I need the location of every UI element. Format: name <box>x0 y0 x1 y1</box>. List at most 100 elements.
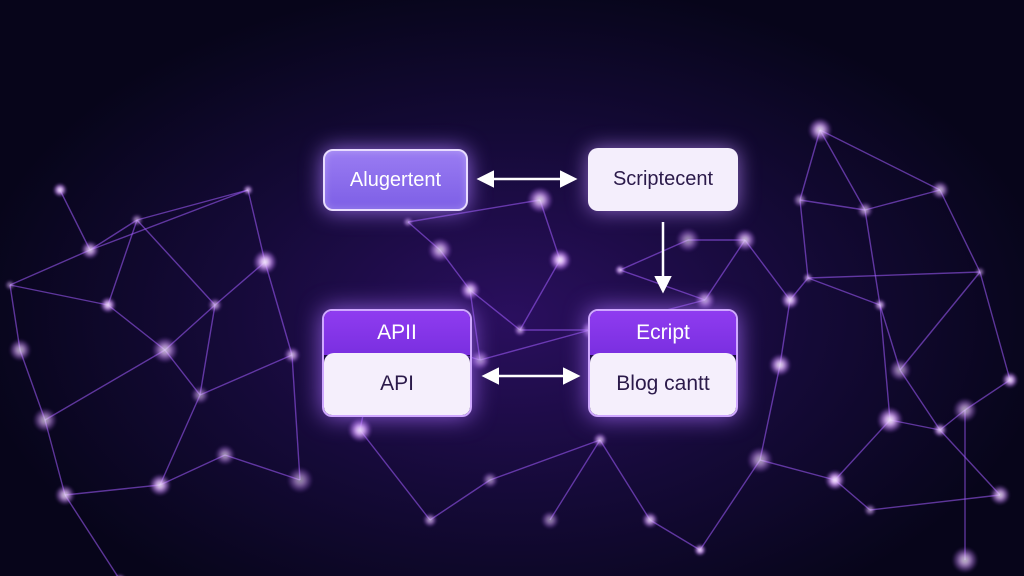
network-node <box>593 433 607 447</box>
network-edge <box>64 494 119 576</box>
network-node <box>403 217 413 227</box>
network-edge <box>744 239 791 301</box>
network-edge <box>864 209 881 306</box>
network-edge <box>939 429 1001 496</box>
ecript-stack-node[interactable]: Ecript Blog cantt <box>588 309 738 417</box>
network-node <box>428 238 452 262</box>
network-node <box>33 408 57 432</box>
network-edge <box>199 354 293 396</box>
network-edge <box>704 239 746 301</box>
network-node <box>5 280 15 290</box>
network-node <box>423 513 437 527</box>
network-edge <box>759 364 781 461</box>
network-edge <box>19 349 46 421</box>
api-stack-bottom-label: API <box>380 372 414 395</box>
network-node <box>287 467 313 493</box>
network-edge <box>619 269 706 301</box>
network-edge <box>869 494 1001 511</box>
alignment-node[interactable]: Alugertent <box>323 149 468 211</box>
network-node <box>541 511 559 529</box>
ecript-stack-bottom-label: Blog cantt <box>616 372 710 395</box>
network-edge <box>819 129 941 191</box>
network-edge <box>864 189 941 211</box>
network-node <box>549 249 571 271</box>
network-edge <box>359 429 431 521</box>
api-stack-node[interactable]: APII API <box>322 309 472 417</box>
ecript-stack-body: Blog cantt <box>590 353 736 415</box>
network-node <box>975 267 985 277</box>
network-edge <box>64 484 161 496</box>
network-edge <box>247 189 266 263</box>
network-edge <box>199 304 216 396</box>
network-node <box>808 118 832 142</box>
network-node <box>131 214 143 226</box>
network-node <box>952 547 978 573</box>
api-stack-body: API <box>324 353 470 415</box>
network-node <box>253 250 277 274</box>
network-node <box>482 472 498 488</box>
network-node <box>877 407 903 433</box>
network-node <box>734 229 756 251</box>
network-edge <box>9 284 109 306</box>
network-edge <box>469 289 521 331</box>
network-node <box>348 418 372 442</box>
network-edge <box>44 419 66 496</box>
network-node <box>615 265 625 275</box>
network-node <box>864 504 876 516</box>
network-node <box>933 423 947 437</box>
network-edge <box>819 129 866 211</box>
network-node <box>1002 372 1018 388</box>
network-edge <box>107 219 138 306</box>
network-edge <box>407 199 541 223</box>
network-node <box>149 474 171 496</box>
network-edge <box>549 439 601 521</box>
network-edge <box>519 259 561 331</box>
network-node <box>769 354 791 376</box>
network-node <box>857 202 873 218</box>
network-node <box>470 350 490 370</box>
network-edge <box>89 189 249 251</box>
network-node <box>152 337 178 363</box>
network-edge <box>807 271 981 279</box>
network-node <box>990 485 1010 505</box>
network-edge <box>899 369 941 431</box>
network-edge <box>9 249 91 286</box>
network-node <box>191 386 209 404</box>
network-edge <box>59 189 91 251</box>
network-edge <box>264 261 293 356</box>
network-edge <box>159 394 201 486</box>
api-stack-top-label: APII <box>377 321 417 344</box>
network-edge <box>136 189 249 221</box>
network-edge <box>879 304 901 371</box>
network-edge <box>224 454 301 481</box>
network-node <box>55 485 75 505</box>
network-edge <box>479 329 591 361</box>
scriptecent-node[interactable]: Scriptecent <box>588 148 738 211</box>
network-edge <box>979 271 1011 381</box>
network-edge <box>159 454 226 486</box>
alignment-node-label: Alugertent <box>349 168 442 191</box>
ecript-stack-header: Ecript <box>590 311 736 355</box>
network-node <box>803 273 813 283</box>
network-edge <box>136 219 216 306</box>
network-edge <box>619 239 689 271</box>
network-node <box>931 181 949 199</box>
network-node <box>676 228 700 252</box>
network-node <box>747 447 773 473</box>
network-node <box>874 299 886 311</box>
network-node <box>781 291 799 309</box>
network-edge <box>799 199 809 279</box>
network-node <box>889 359 911 381</box>
network-node <box>460 280 480 300</box>
network-node <box>208 298 222 312</box>
network-node <box>695 290 715 310</box>
network-edge <box>89 219 138 251</box>
ecript-stack-top-label: Ecript <box>636 321 690 344</box>
network-node <box>514 324 526 336</box>
network-edge <box>599 439 651 521</box>
network-node <box>100 297 116 313</box>
network-node <box>53 183 67 197</box>
network-edge <box>807 277 881 306</box>
